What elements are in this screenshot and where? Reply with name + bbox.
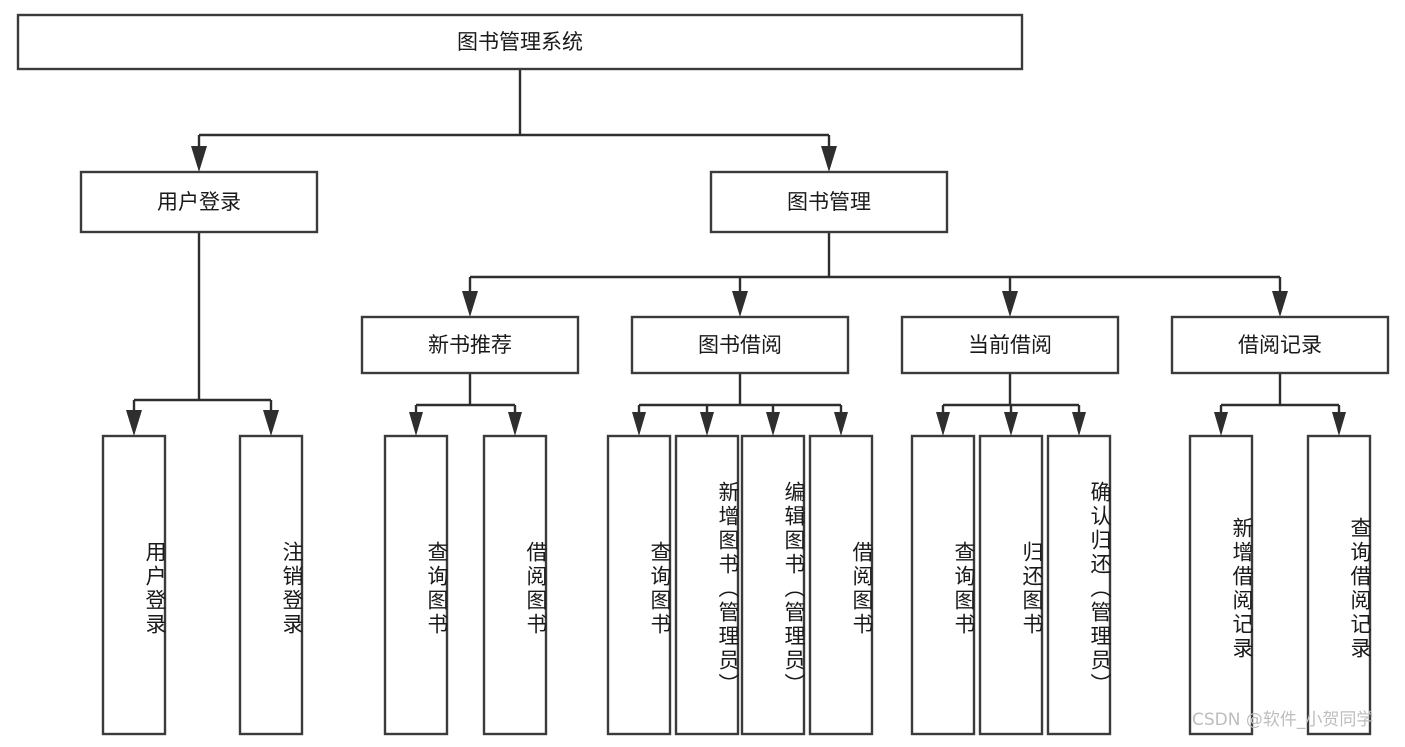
node-current-borrow[interactable]: 当前借阅 [900, 315, 1120, 375]
arrow-head-nbr-leaf1 [409, 412, 423, 436]
arrow-head-bb-leaf2 [700, 412, 714, 436]
node-book-management-box[interactable] [709, 170, 949, 234]
node-current-borrow-box[interactable] [900, 315, 1120, 375]
arrow-head-nbr-leaf2 [508, 412, 522, 436]
arrow-head-bb-leaf4 [834, 412, 848, 436]
node-book-borrow-label: 图书借阅 [698, 333, 782, 357]
node-user-login-box[interactable] [79, 170, 319, 234]
leaf-box-query-book-nbr[interactable] [383, 434, 449, 736]
arrow-head-bb-leaf3 [766, 412, 780, 436]
node-new-book-recommend-box[interactable] [360, 315, 580, 375]
node-current-borrow-label: 当前借阅 [968, 333, 1052, 357]
arrow-head-leaf-logout [263, 410, 279, 436]
node-new-book-recommend-label: 新书推荐 [428, 333, 512, 357]
leaf-box-query-book-cb[interactable] [910, 434, 976, 736]
leaf-box-edit-book-admin[interactable] [740, 434, 806, 736]
leaf-box-query-borrow-record[interactable] [1306, 434, 1372, 736]
arrow-head-br-leaf2 [1332, 412, 1346, 436]
arrow-head-br-leaf1 [1214, 412, 1228, 436]
arrow-head-cb-leaf1 [936, 412, 950, 436]
csdn-watermark: CSDN @软件_小贺同学 [1192, 710, 1374, 730]
leaf-box-confirm-return-admin[interactable] [1046, 434, 1112, 736]
node-layer: 图书管理系统 用户登录 图书管理 新书推荐 图书借阅 当前借阅 借阅记录 [16, 13, 1390, 736]
arrow-head-cb-leaf3 [1072, 412, 1086, 436]
leaf-box-query-book-bb[interactable] [606, 434, 672, 736]
node-user-login-label: 用户登录 [157, 190, 241, 214]
node-root-system-label: 图书管理系统 [457, 30, 583, 54]
node-book-borrow[interactable]: 图书借阅 [630, 315, 850, 375]
edge-layer [126, 69, 1346, 436]
arrow-head-borrow-record [1272, 291, 1288, 317]
node-root-system-box[interactable] [16, 13, 1024, 71]
node-book-management[interactable]: 图书管理 [709, 170, 949, 234]
node-root-system[interactable]: 图书管理系统 [16, 13, 1024, 71]
node-book-management-label: 图书管理 [787, 190, 871, 214]
node-book-borrow-box[interactable] [630, 315, 850, 375]
node-user-login[interactable]: 用户登录 [79, 170, 319, 234]
arrow-head-cb-leaf2 [1004, 412, 1018, 436]
leaf-box-user-login[interactable] [101, 434, 167, 736]
leaf-box-logout[interactable] [238, 434, 304, 736]
leaf-box-add-borrow-record[interactable] [1188, 434, 1254, 736]
node-borrow-record-box[interactable] [1170, 315, 1390, 375]
arrow-head-bb-leaf1 [632, 412, 646, 436]
arrow-head-new-book-rec [462, 291, 478, 317]
arrow-head-current-borrow [1002, 291, 1018, 317]
leaf-box-borrow-book-bb[interactable] [808, 434, 874, 736]
arrow-head-to-book-mgmt [821, 146, 837, 172]
leaf-box-borrow-book-nbr[interactable] [482, 434, 548, 736]
node-borrow-record-label: 借阅记录 [1238, 333, 1322, 357]
arrow-head-book-borrow [732, 291, 748, 317]
node-new-book-recommend[interactable]: 新书推荐 [360, 315, 580, 375]
leaf-box-return-book[interactable] [978, 434, 1044, 736]
arrow-head-to-user-login [191, 146, 207, 172]
leaf-box-add-book-admin[interactable] [674, 434, 740, 736]
arrow-head-leaf-user-login [126, 410, 142, 436]
node-borrow-record[interactable]: 借阅记录 [1170, 315, 1390, 375]
